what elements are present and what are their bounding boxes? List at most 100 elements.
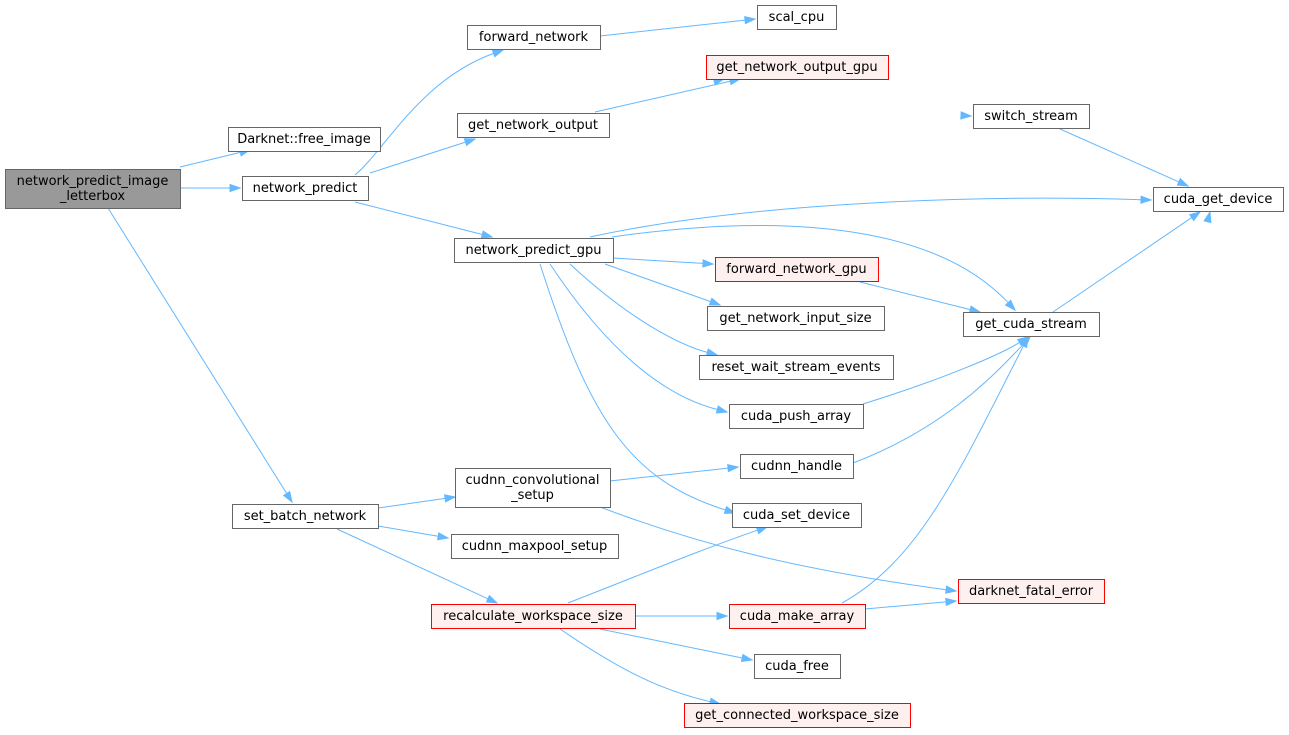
node-forward_network_gpu[interactable]: forward_network_gpu	[715, 257, 879, 282]
edge-set_batch_network-to-cudnn_convolutional_setup	[377, 494, 457, 509]
arrowhead-icon	[229, 183, 242, 193]
arrowhead-icon	[436, 532, 450, 541]
node-set_batch_network[interactable]: set_batch_network	[232, 504, 379, 529]
edge-line	[609, 467, 729, 482]
edge-cudnn_convolutional_setup-to-cudnn_handle	[609, 463, 740, 482]
node-box	[958, 579, 1105, 604]
node-box	[732, 503, 862, 528]
node-cudnn_convolutional_setup[interactable]: cudnn_convolutional_setup	[455, 468, 611, 508]
edge-line	[354, 52, 494, 176]
arrowhead-icon	[1176, 177, 1190, 187]
edge-line	[567, 529, 758, 604]
node-free_image[interactable]: Darknet::free_image	[228, 127, 381, 152]
node-box	[729, 404, 864, 429]
edge-get_cuda_stream-to-cuda_get_device	[1052, 211, 1202, 313]
edge-line	[569, 263, 708, 353]
arrowhead-icon	[1019, 335, 1029, 349]
node-box	[1153, 187, 1284, 212]
edge-line	[862, 341, 1020, 405]
node-label: cudnn_convolutional	[466, 473, 600, 488]
edge-cudnn_handle-to-cuda_get_device	[1203, 210, 1212, 224]
edge-line	[599, 19, 746, 37]
edge-set_batch_network-to-recalculate_workspace_size	[336, 528, 499, 604]
node-cudnn_handle[interactable]: cudnn_handle	[740, 454, 854, 479]
node-recalculate_workspace_size[interactable]: recalculate_workspace_size	[431, 604, 636, 629]
node-get_network_input_size[interactable]: get_network_input_size	[707, 306, 885, 331]
arrowhead-icon	[705, 348, 719, 357]
node-label: switch_stream	[984, 109, 1078, 124]
node-box	[5, 169, 181, 209]
node-box	[232, 504, 379, 529]
node-get_network_output[interactable]: get_network_output	[457, 113, 610, 138]
node-label: cuda_set_device	[743, 508, 850, 523]
node-switch_stream[interactable]: switch_stream	[973, 104, 1090, 129]
node-cudnn_maxpool_setup[interactable]: cudnn_maxpool_setup	[451, 534, 619, 559]
node-label: recalculate_workspace_size	[443, 609, 623, 624]
edge-line	[107, 207, 288, 494]
node-label: Darknet::free_image	[237, 132, 371, 147]
node-box	[754, 654, 841, 679]
arrowhead-icon	[480, 230, 494, 239]
node-cuda_free[interactable]: cuda_free	[754, 654, 841, 679]
node-scal_cpu[interactable]: scal_cpu	[757, 5, 837, 30]
node-label: cudnn_handle	[751, 459, 842, 474]
node-label: get_network_input_size	[719, 311, 871, 326]
node-darknet_fatal_error[interactable]: darknet_fatal_error	[958, 579, 1105, 604]
node-cuda_push_array[interactable]: cuda_push_array	[729, 404, 864, 429]
node-box	[757, 5, 837, 30]
arrowhead-icon	[485, 594, 499, 604]
arrowhead-icon	[960, 111, 973, 120]
edge-line	[369, 141, 466, 174]
node-get_network_output_gpu[interactable]: get_network_output_gpu	[706, 55, 889, 80]
edge-line	[599, 628, 743, 659]
edge-network_predict_gpu-to-cuda_push_array	[549, 263, 729, 414]
arrowhead-icon	[968, 305, 982, 314]
arrowhead-icon	[463, 138, 477, 147]
node-root[interactable]: network_predict_image_letterbox	[5, 169, 181, 209]
node-label: get_network_output	[468, 118, 598, 133]
node-label: set_batch_network	[244, 509, 367, 524]
node-label: _setup	[510, 488, 554, 503]
node-box	[454, 238, 614, 263]
node-label: get_cuda_stream	[975, 317, 1087, 332]
arrowhead-icon	[1188, 211, 1202, 222]
node-label: network_predict	[253, 181, 358, 196]
edge-line	[1052, 217, 1192, 313]
node-box	[699, 355, 894, 380]
node-forward_network[interactable]: forward_network	[467, 25, 601, 50]
arrowhead-icon	[715, 405, 729, 414]
edge-line	[841, 345, 1024, 604]
node-box	[242, 176, 369, 201]
node-box	[228, 127, 381, 152]
edge-line	[859, 281, 971, 311]
node-box	[973, 104, 1090, 129]
edge-line	[336, 528, 489, 600]
node-cuda_make_array[interactable]: cuda_make_array	[729, 604, 866, 629]
node-reset_wait_stream_events[interactable]: reset_wait_stream_events	[699, 355, 894, 380]
node-network_predict_gpu[interactable]: network_predict_gpu	[454, 238, 614, 263]
node-box	[684, 703, 911, 728]
edge-network_predict_gpu-to-cuda_get_device	[589, 195, 1153, 238]
edge-root-to-network_predict	[180, 183, 242, 193]
edge-forward_network-to-scal_cpu	[599, 15, 757, 37]
edge-network_predict-to-network_predict_gpu	[354, 201, 494, 239]
node-box	[455, 468, 611, 508]
edge-line	[611, 225, 1009, 304]
node-box	[431, 604, 636, 629]
edge-line	[864, 601, 947, 610]
edge-line	[1059, 128, 1180, 183]
edge-network_predict_gpu-to-switch_stream	[960, 111, 973, 120]
arrowhead-icon	[1203, 210, 1212, 224]
node-get_connected_workspace_size[interactable]: get_connected_workspace_size	[684, 703, 911, 728]
arrowhead-icon	[1140, 195, 1153, 204]
edge-line	[539, 263, 726, 511]
edge-switch_stream-to-cuda_get_device	[1059, 128, 1190, 187]
node-get_cuda_stream[interactable]: get_cuda_stream	[963, 312, 1100, 337]
arrowhead-icon	[282, 490, 293, 504]
node-network_predict[interactable]: network_predict	[242, 176, 369, 201]
node-label: cuda_get_device	[1164, 192, 1273, 207]
node-cuda_get_device[interactable]: cuda_get_device	[1153, 187, 1284, 212]
node-cuda_set_device[interactable]: cuda_set_device	[732, 503, 862, 528]
edge-network_predict_gpu-to-get_network_output_gpu	[712, 77, 726, 86]
edge-line	[377, 525, 439, 537]
